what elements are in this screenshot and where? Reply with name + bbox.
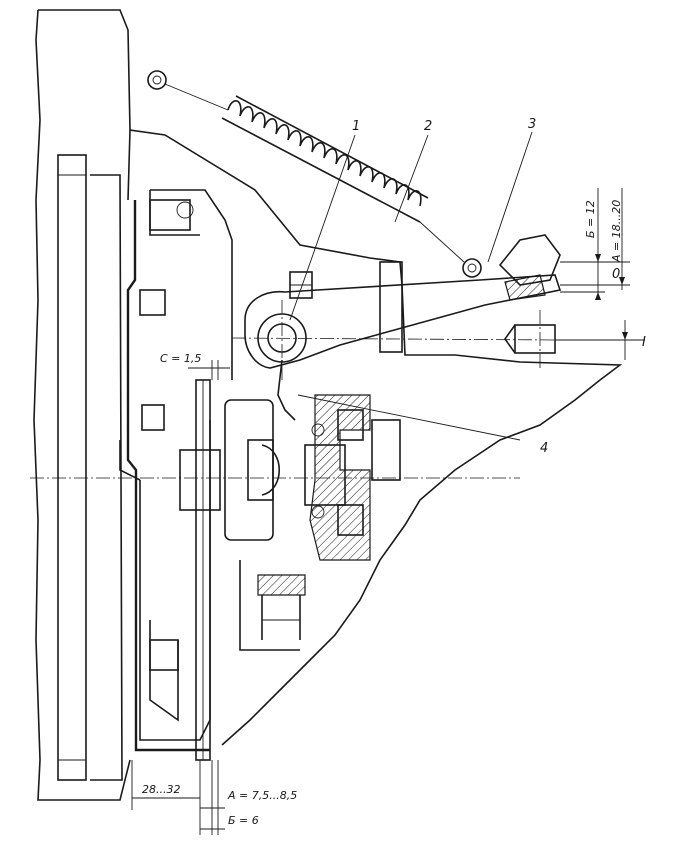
top-dimension-lines xyxy=(555,188,645,360)
dimension-roman-one: I xyxy=(642,335,646,350)
gearbox-shaft-section xyxy=(239,560,306,651)
callout-4: 4 xyxy=(540,441,548,456)
gearbox-housing xyxy=(221,261,623,746)
dimension-c: С = 1,5 xyxy=(160,352,201,365)
bottom-dimension-lines xyxy=(131,360,230,835)
callout-3: 3 xyxy=(528,117,536,132)
dimension-28-32: 28...32 xyxy=(142,783,180,796)
callout-leaders xyxy=(289,131,533,441)
center-lines xyxy=(30,300,561,479)
dimension-zero: 0 xyxy=(612,267,620,282)
return-spring xyxy=(147,70,482,278)
dimension-b-bottom: Б = 6 xyxy=(228,814,259,827)
friction-disc xyxy=(179,379,221,761)
dimension-a-top: А = 18...20 xyxy=(610,200,623,263)
pressure-plate-assembly xyxy=(119,189,233,752)
adjusting-bolt xyxy=(498,234,561,354)
release-bearing xyxy=(224,394,401,561)
engine-housing xyxy=(33,9,403,801)
callout-2: 2 xyxy=(424,119,432,134)
dimension-b-top: Б = 12 xyxy=(584,200,597,238)
callout-1: 1 xyxy=(352,119,360,134)
dimension-a-bottom: А = 7,5...8,5 xyxy=(227,789,297,802)
